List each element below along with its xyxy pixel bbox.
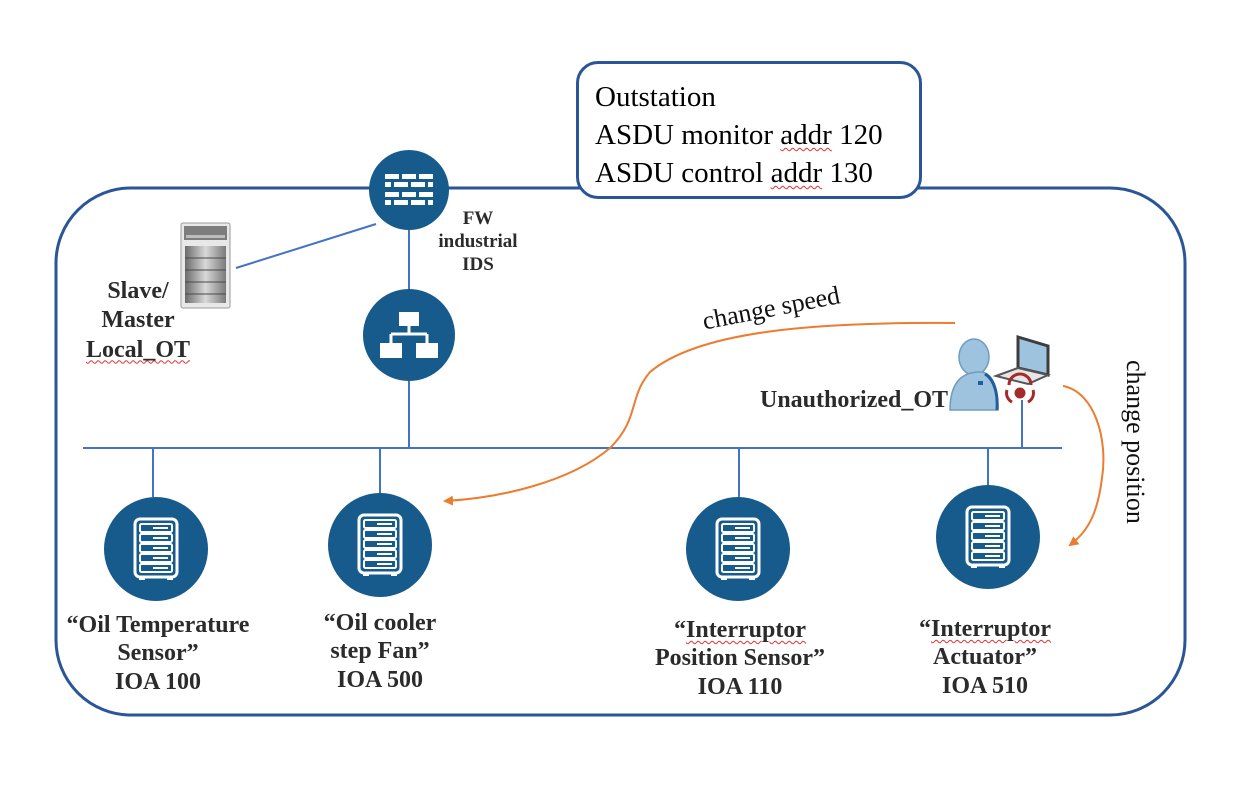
asdu-monitor-address: ASDU monitor addr 120 (595, 119, 883, 151)
attacker-label: Unauthorized_OT (760, 387, 949, 413)
laptop-icon (992, 334, 1052, 386)
device-label-oil-cooler-fan: “Oil cooler step Fan” IOA 500 (323, 610, 437, 693)
device-node-interruptor-actuator[interactable] (936, 485, 1040, 589)
firewall-brick-icon (385, 174, 433, 205)
person-icon (949, 338, 999, 411)
device-label-oil-temperature-sensor: “Oil Temperature Sensor” IOA 100 (66, 612, 250, 695)
firewall-node[interactable] (369, 150, 449, 230)
device-node-interruptor-position-sensor[interactable] (686, 497, 790, 601)
device-node-oil-temperature-sensor[interactable] (104, 497, 208, 601)
server-tower-icon[interactable] (180, 222, 231, 309)
device-label-interruptor-actuator: “Interruptor Actuator” IOA 510 (919, 616, 1051, 699)
outstation-title: Outstation (595, 81, 716, 113)
local-ot-label: Slave/ Master Local_OT (85, 278, 190, 363)
hacker-laptop-biohazard-icon[interactable] (949, 334, 1052, 411)
attack-label-change-position: change position (1121, 360, 1150, 524)
device-node-oil-cooler-fan[interactable] (328, 493, 432, 597)
attack-arrow-change-speed (443, 321, 956, 506)
network-hierarchy-icon (380, 312, 438, 358)
switch-node[interactable] (363, 289, 455, 381)
link-server-to-firewall (235, 223, 377, 269)
outstation-info-box: Outstation ASDU monitor addr 120 ASDU co… (576, 61, 922, 199)
attack-arrow-change-position (1062, 385, 1105, 547)
asdu-control-address: ASDU control addr 130 (595, 157, 873, 189)
firewall-label: FW industrial IDS (438, 208, 518, 276)
biohazard-icon (1005, 372, 1035, 404)
device-label-interruptor-position-sensor: “Interruptor Position Sensor” IOA 110 (654, 617, 825, 700)
